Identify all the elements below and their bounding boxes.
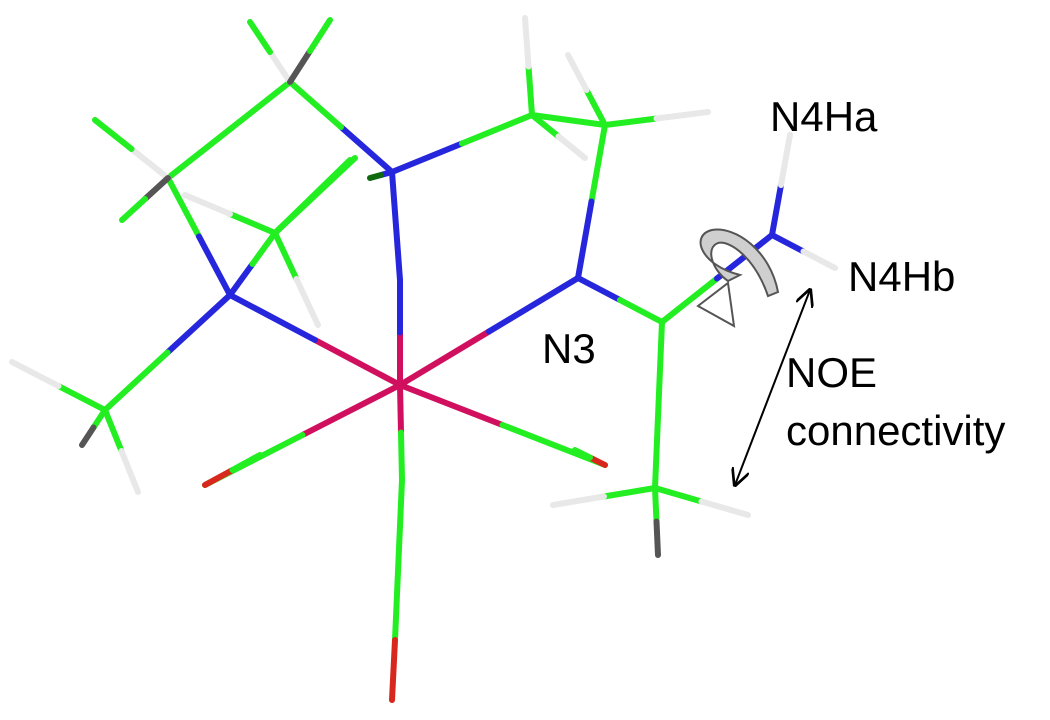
n4ha-bond-a — [769, 182, 784, 238]
c-methyl-bond-a — [655, 319, 665, 408]
h-bond-11-b — [522, 15, 532, 70]
top-ch2-bond-a — [529, 112, 572, 123]
h-bond-1-b — [247, 19, 273, 55]
noe-double-arrow — [735, 290, 810, 485]
h-bond-2-b — [307, 17, 333, 54]
h-bond-16-b — [698, 498, 751, 518]
rotation-arrow — [696, 228, 780, 328]
label-n4ha: N4Ha — [770, 93, 878, 140]
metal-n-left-bond-a — [312, 337, 403, 388]
n4hb-bond-b — [800, 248, 838, 271]
metal-n3-bond-b — [486, 275, 581, 335]
n-left-methyl-bond-a — [164, 292, 233, 356]
h-bond-9-b — [79, 424, 97, 448]
axial-oxygen-bond-b — [389, 667, 397, 703]
axial-chain-bond-a — [395, 477, 405, 563]
ring-bond-1-b — [287, 79, 344, 130]
ring-bond-2-a — [389, 140, 465, 175]
ring-bond-4-b — [196, 233, 233, 298]
n3-c-bond-a — [575, 275, 623, 303]
h-bond-7-b — [182, 192, 233, 217]
label-n4hb: N4Hb — [848, 253, 956, 300]
h-bond-5-a — [272, 192, 318, 236]
h-bond-5-b — [312, 155, 358, 199]
h-bond-14-b — [653, 109, 711, 122]
h-bond-17-b — [653, 518, 661, 558]
metal-n3-bond-a — [397, 328, 492, 388]
metal-ligand-left-bond-a — [299, 382, 403, 438]
left-oxygen-bond-a — [202, 467, 236, 488]
metal-n-left-bond-b — [227, 292, 318, 343]
h-bond-4-b — [119, 196, 148, 223]
h-bond-2-a — [287, 48, 313, 85]
n-left-methyl-bond-b — [102, 349, 171, 413]
metal-ligand-down-bond-a — [397, 382, 404, 436]
h-bond-10-a — [102, 407, 125, 454]
label-connectivity: connectivity — [786, 407, 1006, 454]
axial-oxygen-bond-a — [390, 637, 398, 673]
h-bond-15-b — [550, 493, 607, 508]
right-oxygen-bond-b — [572, 447, 593, 461]
h-bond-3-b — [92, 117, 135, 152]
h-bond-17-a — [652, 485, 660, 525]
axial-chain-bond-b — [392, 557, 402, 643]
h-bond-12-b — [555, 133, 588, 161]
h-bond-8-a — [55, 383, 108, 413]
h-bond-6-b — [293, 276, 321, 328]
metal-ligand-down-bond-b — [398, 429, 405, 483]
n3-up-bond-a — [588, 122, 608, 205]
n-left-up-bond-b — [249, 230, 278, 267]
h-bond-3-a — [128, 146, 171, 181]
ring-bond-4-a — [165, 175, 202, 240]
h-bond-13-b — [565, 52, 590, 93]
c-n4-bond-a — [659, 275, 720, 325]
n-top-vertical-bond-b — [393, 223, 403, 283]
label-n3: N3 — [542, 325, 596, 372]
label-noe: NOE — [786, 349, 878, 396]
n-top-vertical-bond-a — [389, 169, 399, 229]
n4ha-bond-b — [778, 132, 793, 188]
molecular-bonds — [9, 15, 838, 703]
n3-up-bond-b — [575, 198, 595, 281]
h-bond-11-a — [525, 63, 535, 118]
h-bond-12-a — [529, 112, 562, 140]
ring-bond-3-b — [165, 127, 232, 181]
h-bond-1-a — [267, 49, 293, 85]
n-left-up-bond-a — [227, 261, 256, 298]
n-top-short-bond-b — [367, 172, 384, 181]
h-bond-13-a — [583, 87, 608, 128]
ring-bond-3-a — [226, 79, 293, 133]
h-bond-4-a — [142, 175, 171, 202]
h-bond-10-b — [118, 448, 141, 495]
h-bond-15-a — [601, 485, 658, 500]
h-bond-16-a — [652, 485, 705, 505]
metal-ligand-right-bond-a — [397, 382, 506, 428]
h-bond-14-a — [602, 115, 660, 128]
ring-bond-1-a — [338, 124, 395, 175]
h-bond-7-a — [227, 211, 278, 236]
h-bond-8-b — [9, 359, 62, 389]
n4hb-bond-a — [769, 232, 807, 255]
n3-c-bond-b — [617, 297, 665, 325]
c-methyl-bond-b — [652, 402, 662, 491]
ring-bond-2-b — [459, 112, 535, 147]
top-ch2-bond-b — [565, 117, 608, 128]
h-bond-6-a — [272, 230, 300, 282]
left-oxygen-bond-b — [229, 452, 263, 473]
